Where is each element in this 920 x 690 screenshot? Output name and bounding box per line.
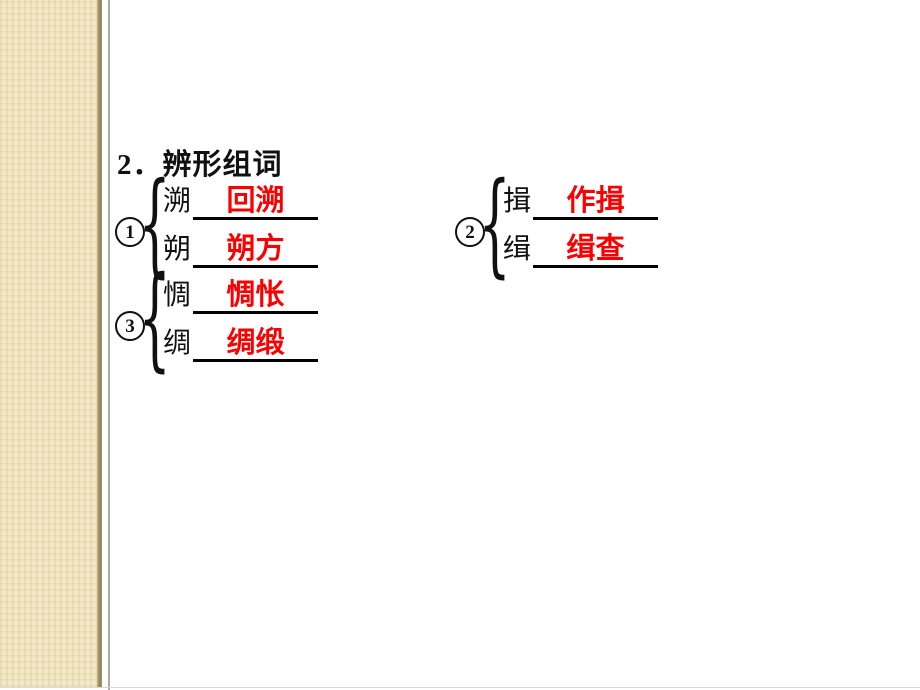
group-rows: 溯 回溯 朔 朔方 [163,172,319,268]
answer-blank: 惆怅 [193,278,319,314]
word-row: 绸 绸缎 [163,314,319,362]
answer-blank: 回溯 [193,184,319,220]
answer-blank: 绸缎 [193,326,319,362]
brace-box: { [479,168,511,279]
word-row: 缉 缉查 [503,220,659,268]
answer-text: 朔方 [226,232,285,265]
left-band-edge [97,0,102,687]
base-character: 朔 [163,234,192,265]
base-character: 溯 [163,186,192,217]
word-group-3: 3 { 惆 惆怅 绸 绸缎 [115,262,319,374]
vertical-divider-line [108,0,110,690]
answer-blank: 朔方 [193,232,319,268]
answer-blank: 缉查 [533,232,659,268]
base-character: 缉 [503,234,532,265]
base-character: 惆 [163,280,192,311]
word-row: 溯 回溯 [163,172,319,220]
left-brace: { [138,159,172,290]
circled-number-1: 1 [115,217,145,247]
answer-blank: 作揖 [533,184,659,220]
answer-text: 回溯 [226,184,285,217]
page-title: 2．辨形组词 [117,149,283,181]
brace-box: { [139,262,171,373]
answer-text: 绸缎 [226,326,285,359]
left-brace: { [138,253,172,384]
answer-text: 作揖 [566,184,625,217]
word-group-1: 1 { 溯 回溯 朔 朔方 [115,168,319,280]
word-row: 朔 朔方 [163,220,319,268]
group-rows: 揖 作揖 缉 缉查 [503,172,659,268]
slide-bottom-edge [0,687,920,688]
left-texture-band [0,0,97,687]
group-rows: 惆 惆怅 绸 绸缎 [163,266,319,362]
base-character: 绸 [163,328,192,359]
answer-text: 惆怅 [226,278,285,311]
word-row: 惆 惆怅 [163,266,319,314]
answer-text: 缉查 [566,232,625,265]
brace-box: { [139,168,171,279]
base-character: 揖 [503,186,532,217]
word-group-2: 2 { 揖 作揖 缉 缉查 [455,168,659,280]
circled-number-3: 3 [115,311,145,341]
circled-number-2: 2 [455,217,485,247]
word-row: 揖 作揖 [503,172,659,220]
left-brace: { [478,159,512,290]
